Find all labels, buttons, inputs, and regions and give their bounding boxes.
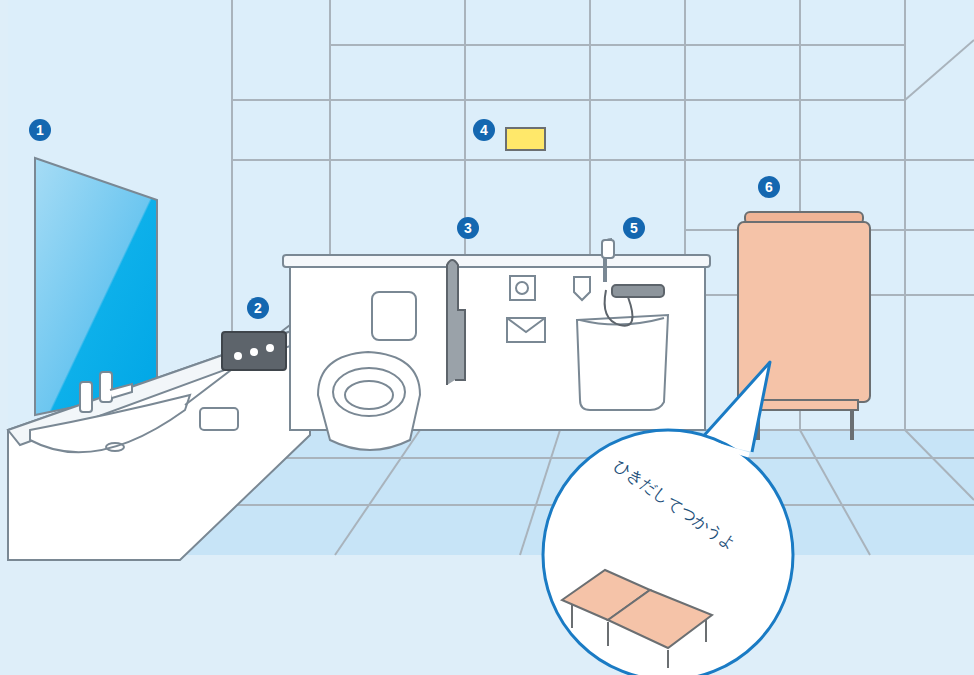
callout-number: 4 (473, 119, 495, 141)
backrest (372, 292, 416, 340)
callout-number: 6 (758, 176, 780, 198)
shower-mixer (612, 285, 664, 297)
callout-number: 3 (457, 217, 479, 239)
utility-sink (577, 315, 668, 410)
washbasin (30, 395, 190, 452)
faucet (80, 382, 92, 412)
call-button (506, 128, 545, 150)
grab-bar (447, 260, 465, 385)
callout-circle (543, 430, 793, 675)
callout-bubble: ひきだしてつかうよ (543, 430, 793, 675)
wall-cabinet (290, 264, 705, 430)
control-panel (222, 332, 286, 370)
callout-number: 1 (29, 119, 51, 141)
soap-dispenser (574, 277, 590, 300)
flush-button (510, 276, 535, 300)
bed-unfolded (562, 570, 712, 668)
callout-number: 2 (247, 297, 269, 319)
counter (8, 328, 310, 560)
mirror (35, 158, 157, 415)
wall (8, 0, 974, 430)
toilet (318, 352, 420, 450)
callout-text: ひきだしてつかうよ (611, 456, 739, 553)
callout-number: 5 (623, 217, 645, 239)
paper-dispenser (507, 318, 545, 342)
paper-holder (200, 408, 238, 430)
